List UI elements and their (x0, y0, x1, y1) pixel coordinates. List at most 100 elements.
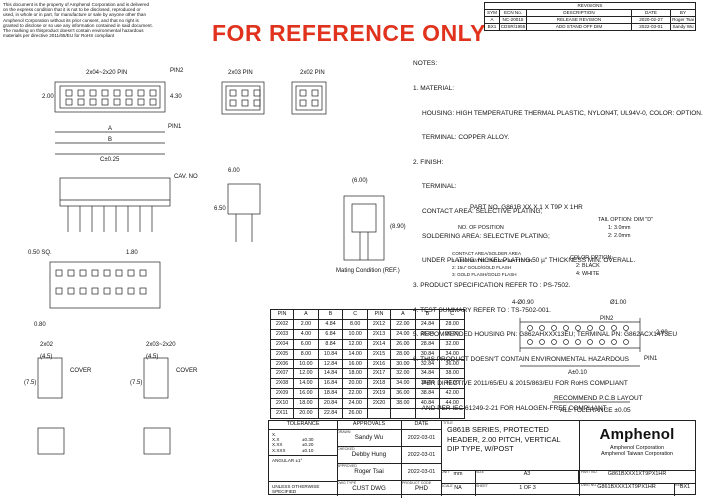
pin-table-header: A (293, 309, 319, 320)
mating-caption: Mating Condition (REF.) (336, 268, 400, 274)
table-cell: 30.00 (439, 328, 465, 340)
table-cell: 36.84 (414, 378, 441, 390)
rev-header: DATE (631, 9, 671, 17)
sheet-value: 1 OF 3 (519, 485, 536, 491)
rev-row: A NC-20015 RELEASE REVISION 2020-02-27 R… (484, 16, 696, 24)
rev-value: BX1 (679, 484, 691, 490)
product-code-label: PRODUCT CODE (402, 481, 432, 485)
pcb-dia-1: 4-Ø0.90 (512, 300, 534, 306)
table-cell: 4.00 (293, 328, 319, 340)
rev-cell: RELEASE REVISION (526, 16, 632, 24)
size-value: A3 (523, 471, 531, 477)
disclaimer-line: Amphenol Corporation without its prior c… (3, 17, 139, 23)
table-cell: 2X05 (269, 348, 295, 360)
table-cell: 16.84 (317, 378, 344, 390)
table-cell: 2X13 (366, 328, 392, 340)
cover-view-2x03-label: 2x03~2x20 (146, 342, 176, 348)
table-cell: 2X03 (269, 328, 295, 340)
tol-key: X.XX (272, 442, 283, 448)
disclaimer-line: The marking on thisproduct doesn't conta… (3, 28, 144, 34)
dim-1-80: 1.80 (126, 250, 138, 256)
dim-4-30: 4.30 (170, 94, 182, 100)
title-label: TITLE (443, 421, 453, 425)
tol-row: X.XX ±0.20 (272, 442, 334, 447)
table-cell: 2X19 (366, 388, 392, 400)
rev-cell: ADD STAND OFF DIM (526, 23, 632, 31)
table-cell: 6.00 (293, 338, 319, 350)
table-cell: 40.00 (439, 378, 465, 390)
table-cell: 32.84 (414, 358, 441, 370)
revisions-block: REVISIONS SYM ECN No. DESCRIPTION DATE B… (484, 2, 696, 31)
tol-val: ±0.20 (302, 442, 314, 448)
disclaimer-line: This document is the property of Ampheno… (3, 2, 150, 7)
revisions-title: REVISIONS (484, 2, 696, 10)
table-cell (414, 408, 441, 419)
dwg-no-label: DWG NO. (581, 483, 598, 487)
table-cell: 18.00 (342, 368, 368, 380)
table-cell: 38.00 (439, 368, 465, 380)
title-block: TOLERANCE X. X.X±0.30 X.XX±0.20 X.XXX±0.… (268, 420, 696, 498)
cav-no-label: CAV. NO (174, 174, 198, 180)
table-cell: 10.00 (293, 358, 319, 370)
table-cell: 26.00 (342, 408, 368, 419)
table-cell: 2X18 (366, 378, 392, 390)
tail-1: 1: 3.0mm (608, 225, 631, 231)
dim-0-80: 0.80 (34, 322, 46, 328)
table-cell: 24.00 (342, 398, 368, 410)
table-cell: 2X12 (366, 318, 392, 330)
rev-cell: A (484, 16, 500, 24)
table-cell: 22.00 (342, 388, 368, 400)
note-line: CONTACT AREA: SELECTIVE PLATING; (413, 208, 543, 216)
table-cell: 2X07 (269, 368, 295, 380)
table-cell: 34.84 (414, 368, 441, 380)
dwg-no-value: G861BXXX1XT9PX1HR (597, 484, 656, 490)
table-cell: 22.00 (390, 318, 416, 330)
contact-1: 1: 100u" MATTE TIN/100u" MATTE TIN (452, 258, 533, 263)
disclaimer-line: used, in whole or in part, for manufactu… (3, 12, 147, 18)
company-name-1: Amphenol Corporation (610, 445, 664, 451)
table-cell: 34.00 (439, 348, 465, 360)
table-cell: 28.00 (390, 348, 416, 360)
drawing-views: 2x04~2x20 PIN 2x03 PIN 2x02 PIN PIN2 PIN… (24, 68, 406, 455)
pcb-dim-2-00: 2.00 (656, 330, 668, 336)
tolerance-section: TOLERANCE X. X.X±0.30 X.XX±0.20 X.XXX±0.… (269, 421, 338, 496)
pin-table-header: C (439, 309, 465, 320)
pcb-pin1: PIN1 (644, 356, 658, 362)
tail-option: TAIL OPTION: DIM "D" (598, 217, 654, 223)
approved-date: 2022-03-01 (407, 469, 436, 475)
table-cell: 2X11 (269, 408, 295, 419)
pcb-tolerance: ALL TOLERANCE ±0.05 (560, 407, 631, 414)
table-cell: 14.00 (342, 348, 368, 360)
part-number-breakdown: PART NO. G861B XX X 1 X T9P X 1HR NO. OF… (430, 204, 695, 285)
unless-specified: UNLESS OTHERWISE SPECIFIED (269, 480, 337, 496)
dim-c: C±0.25 (100, 157, 120, 163)
v3-title: 2x02 PIN (300, 70, 325, 76)
v2-title: 2x03 PIN (228, 70, 253, 76)
title-line: HEADER, 2.00 PITCH, VERTICAL (447, 434, 561, 444)
dim-6-00: 6.00 (228, 168, 240, 174)
note-line: 3. PRODUCT SPECIFICATION REFER TO : PS-7… (413, 281, 571, 289)
rev-label: REV (675, 483, 683, 487)
drawn-date: 2022-03-01 (407, 435, 436, 441)
table-cell: 2X08 (269, 378, 295, 390)
table-cell (439, 408, 465, 419)
approvals-title: APPROVALS (337, 421, 402, 429)
table-cell: 6.84 (317, 328, 344, 340)
table-cell: 16.00 (342, 358, 368, 370)
pin-table-header: PIN (366, 309, 392, 320)
tol-val: ±0.30 (302, 437, 314, 443)
checked-value: Debby Hung (351, 451, 387, 458)
drawn-value: Sandy Wu (354, 434, 384, 441)
table-cell: 38.84 (414, 388, 441, 400)
tol-key: X.X (272, 437, 280, 443)
drawn-label: DRAWN (337, 430, 351, 434)
dim-b: B (108, 137, 112, 143)
note-line: 1. MATERIAL: (413, 85, 455, 93)
pin-table-header: B (317, 309, 344, 320)
